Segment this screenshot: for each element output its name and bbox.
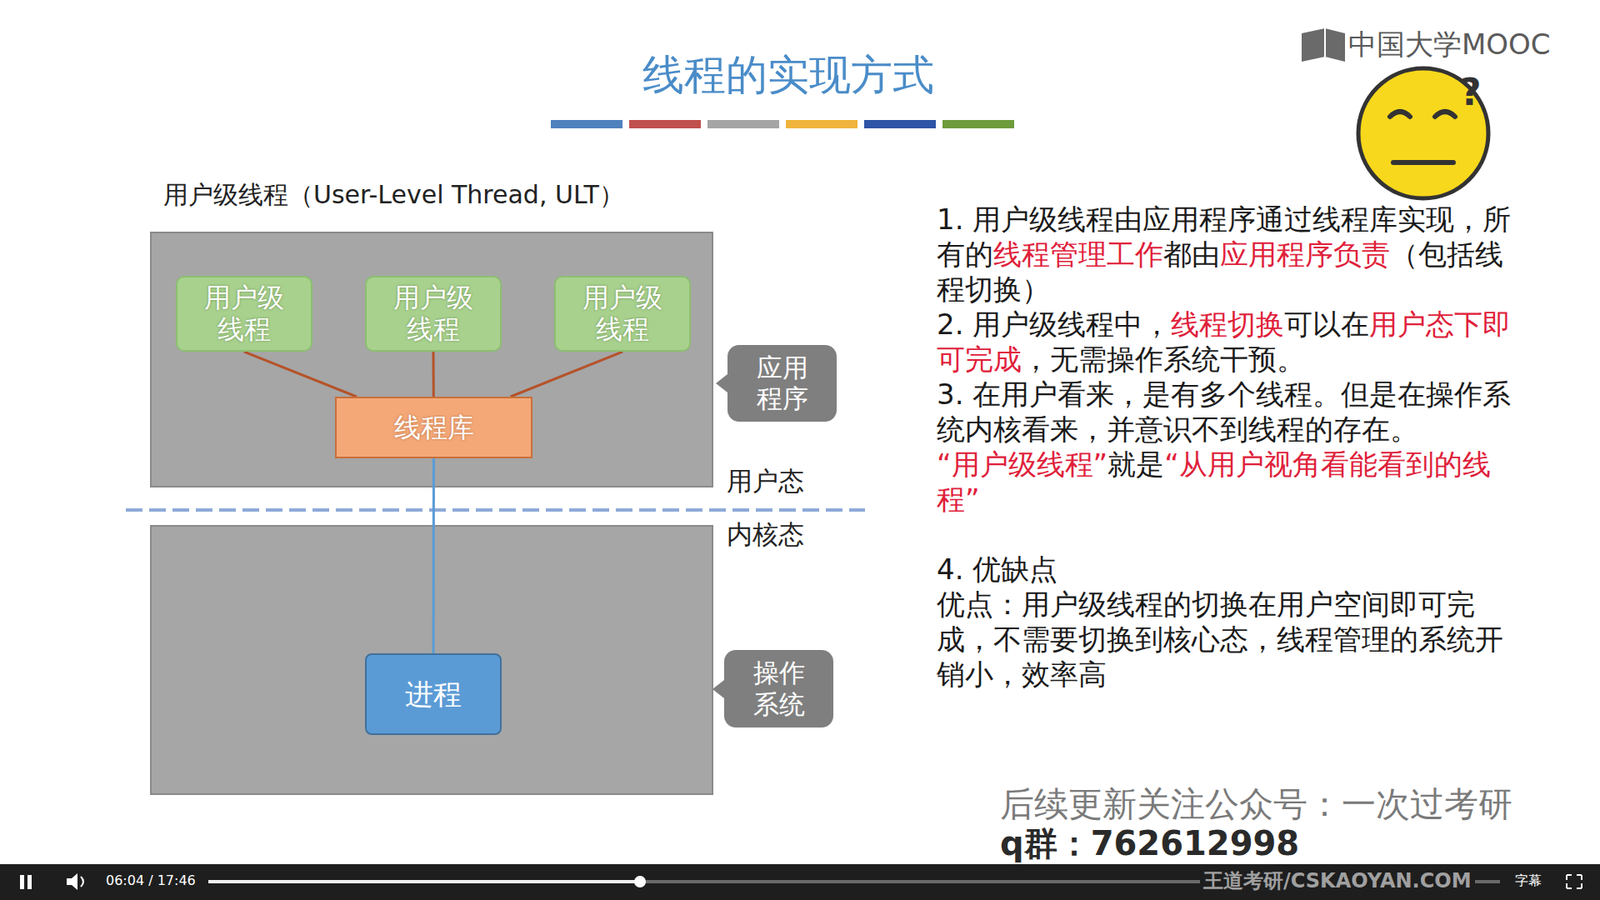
mode-label: 用户态	[726, 466, 805, 497]
player-bar	[0, 864, 1600, 900]
body-text: ，无需操作系统干预。	[1021, 342, 1305, 376]
highlight-text: 线程管理工作	[993, 237, 1164, 271]
explanation-paragraph: 3. 在用户看来，是有多个线程。但是在操作系统内核看来，并意识不到线程的存在。	[936, 376, 1512, 447]
user-thread-box: 用户级线程	[175, 275, 313, 352]
explanation-paragraph: 优点：用户级线程的切换在用户空间即可完成，不需要切换到核心态，线程管理的系统开销…	[936, 586, 1512, 692]
color-bar	[629, 120, 701, 129]
face-eye	[1435, 111, 1455, 117]
logo-book-spine	[1324, 28, 1326, 57]
node-text: 操作系统	[750, 657, 807, 720]
connector-line	[432, 458, 435, 654]
connector-line	[510, 351, 623, 397]
callout-bubble: 应用程序	[727, 345, 837, 422]
connector-line	[432, 351, 435, 397]
callout-pointer	[712, 680, 725, 699]
confused-face	[1358, 68, 1489, 199]
section-heading: 用户级线程（User-Level Thread, ULT）	[163, 180, 625, 210]
body-text: 都由	[1163, 237, 1220, 271]
color-bar	[942, 120, 1015, 129]
explanation-paragraph: 4. 优缺点	[936, 551, 1512, 587]
body-text: 3. 在用户看来，是有多个线程。但是在操作系统内核看来，并意识不到线程的存在。	[936, 377, 1511, 446]
color-bar	[785, 120, 858, 129]
face-eye	[1390, 111, 1410, 117]
node-text: 用户级线程	[578, 281, 667, 346]
color-bar	[864, 120, 936, 129]
body-text: 就是	[1107, 447, 1165, 481]
color-bar	[707, 120, 780, 129]
user-thread-box: 用户级线程	[554, 275, 691, 352]
mode-label: 内核态	[726, 520, 805, 550]
color-bars	[550, 120, 1015, 129]
body-text: 优点：用户级线程的切换在用户空间即可完成，不需要切换到核心态，线程管理的系统开销…	[936, 587, 1504, 691]
footer-note: 后续更新关注公众号：一次过考研	[1000, 785, 1513, 825]
progress-knob	[634, 875, 646, 888]
body-text: 2. 用户级线程中，	[936, 307, 1171, 341]
node-text: 应用程序	[753, 352, 810, 415]
explanation-paragraph: 2. 用户级线程中，线程切换可以在用户态下即可完成，无需操作系统干预。	[936, 306, 1512, 377]
highlight-text: “用户级线程”	[936, 447, 1108, 481]
process-box: 进程	[365, 653, 502, 735]
fullscreen-icon	[1566, 875, 1582, 889]
callout-pointer	[715, 374, 728, 393]
node-text: 用户级线程	[200, 281, 289, 346]
connector-line	[244, 351, 357, 397]
user-space-region	[150, 232, 713, 487]
color-bar	[550, 120, 623, 129]
user-thread-box: 用户级线程	[365, 275, 502, 352]
face-mouth	[1393, 160, 1454, 165]
thread-library-box: 线程库	[335, 396, 533, 459]
body-text: 可以在	[1284, 307, 1370, 341]
body-text: 4. 优缺点	[936, 552, 1058, 586]
mode-divider	[125, 508, 865, 512]
footer-note: q群：762612998	[1000, 824, 1300, 863]
progress-played	[208, 880, 640, 884]
face-circle	[1358, 68, 1489, 199]
question-mark: ?	[1460, 71, 1482, 115]
explanation-paragraph: 1. 用户级线程由应用程序通过线程库实现，所有的线程管理工作都由应用程序负责（包…	[936, 201, 1512, 307]
volume-icon	[66, 873, 78, 890]
logo-book	[1301, 28, 1345, 62]
node-text: 进程	[405, 677, 462, 712]
node-text: 用户级线程	[389, 281, 478, 346]
pause-bar	[27, 875, 32, 890]
kernel-space-region	[150, 525, 713, 795]
node-text: 线程库	[394, 411, 475, 444]
caption-button: 字幕	[1515, 873, 1542, 889]
logo-text: 中国大学MOOC	[1348, 28, 1551, 61]
pause-bar	[20, 875, 25, 890]
mooc-logo-icon	[1301, 28, 1345, 62]
time-display: 06:04 / 17:46	[105, 873, 196, 889]
volume-wave	[80, 876, 84, 887]
explanation-paragraph: “用户级线程”就是“从用户视角看能看到的线程”	[936, 446, 1512, 517]
watermark: 王道考研/CSKAOYAN.COM	[1200, 870, 1475, 894]
highlight-text: 线程切换	[1170, 307, 1285, 341]
explanation-text: 1. 用户级线程由应用程序通过线程库实现，所有的线程管理工作都由应用程序负责（包…	[936, 201, 1512, 692]
highlight-text: 应用程序负责	[1220, 237, 1390, 271]
slide-title: 线程的实现方式	[538, 51, 1039, 100]
callout-bubble: 操作系统	[724, 650, 834, 728]
